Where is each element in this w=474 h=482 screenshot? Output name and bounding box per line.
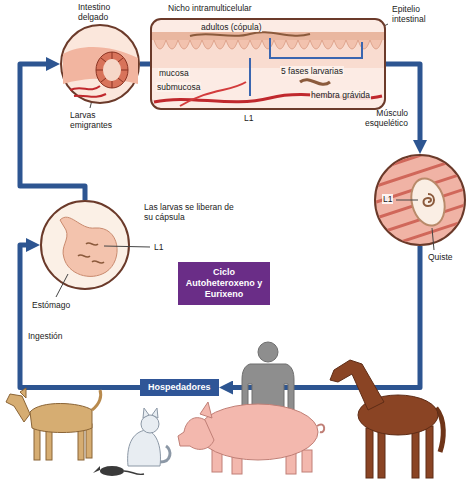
rat-figure xyxy=(93,466,144,476)
cat-figure xyxy=(128,408,170,466)
node-text: Las larvas se liberan de su cápsula xyxy=(144,202,236,222)
cycle-arrow xyxy=(386,64,420,143)
callout-label: L1 xyxy=(382,194,393,204)
intestine-circle: Intestino delgado xyxy=(60,24,140,104)
node-text: Quiste xyxy=(428,252,453,262)
stomach-circle-art xyxy=(40,200,130,290)
edge-label: Ingestión xyxy=(28,331,63,341)
dog-figure xyxy=(6,388,101,460)
stomach-circle: Las larvas se liberan de su cápsulaL1Est… xyxy=(40,200,130,290)
callout-label: L1 xyxy=(244,113,253,123)
muscle-circle: Músculo esqueléticoL1Quiste xyxy=(374,154,466,246)
hosts-band: Hospedadores xyxy=(140,379,219,396)
cycle-box: Ciclo Autoheteroxeno y Eurixeno xyxy=(178,262,270,305)
node-text: Hospedadores xyxy=(148,382,211,393)
pig-figure xyxy=(178,402,324,474)
part-label: Epitelio intestinal xyxy=(392,4,454,24)
cycle-arrow xyxy=(140,62,150,67)
node-text: Intestino delgado xyxy=(78,2,138,22)
node-text: hembra grávida xyxy=(310,90,371,100)
callout-label: L1 xyxy=(154,242,163,252)
node-text: Músculo esquelético xyxy=(344,108,408,128)
part-label: Larvas emigrantes xyxy=(70,110,130,130)
intestine-circle-art xyxy=(60,24,140,104)
node-text: mucosa xyxy=(158,68,190,78)
node-text: 5 fases larvarias xyxy=(280,66,344,76)
node-text: Nicho intramulticelular xyxy=(168,3,252,13)
node-text: adultos (cópula) xyxy=(200,22,262,32)
niche-panel: Nicho intramulticelularadultos (cópula)m… xyxy=(150,18,386,110)
node-text: submucosa xyxy=(156,82,201,92)
node-text: Estómago xyxy=(32,300,70,310)
horse-figure xyxy=(330,360,443,478)
node-text: Ciclo Autoheteroxeno y Eurixeno xyxy=(182,267,266,300)
